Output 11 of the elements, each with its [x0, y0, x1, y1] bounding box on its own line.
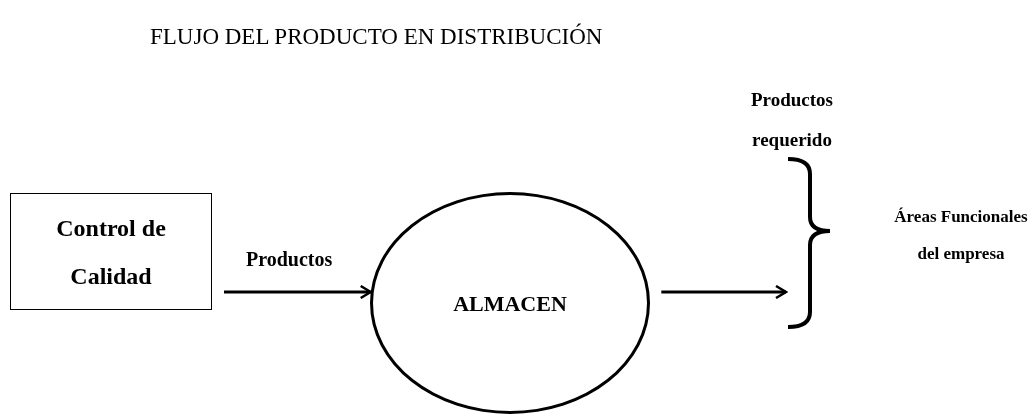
- arrow: [224, 284, 372, 300]
- arrow: [661, 284, 788, 300]
- annotation-text: Productos requerido: [750, 88, 834, 152]
- node-label: Control de Calidad: [55, 213, 167, 291]
- process-box: [10, 193, 212, 310]
- diagram-title: FLUJO DEL PRODUCTO EN DISTRIBUCIÓN: [150, 22, 603, 51]
- area-label: Áreas Funcionales del empresa: [893, 206, 1029, 265]
- edge-label: Productos: [246, 247, 333, 272]
- node-label: ALMACEN: [453, 289, 567, 318]
- storage-ellipse: [370, 192, 650, 414]
- curly-bracket: [786, 156, 832, 330]
